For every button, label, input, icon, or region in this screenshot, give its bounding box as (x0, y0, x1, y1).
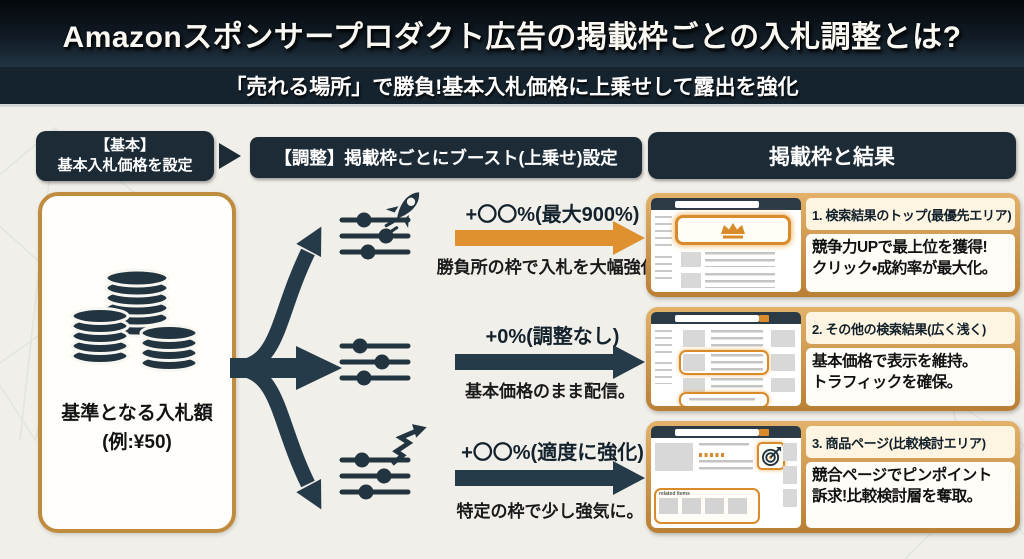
spring-icon (390, 424, 427, 466)
header-placement-results: 掲載枠と結果 (648, 132, 1016, 179)
base-bid-label: 基準となる入札額 (例:¥50) (61, 400, 212, 457)
boost-arrow-1 (455, 221, 647, 255)
base-bid-line2: (例:¥50) (102, 431, 172, 453)
result-desc-3-line2: 訴求!比較検討層を奪取。 (812, 487, 982, 505)
base-bid-box: 基準となる入札額 (例:¥50) (38, 192, 236, 533)
sliders-icon (339, 452, 411, 500)
header-basic-bid: 【基本】 基本入札価格を設定 (36, 131, 214, 181)
search-button-icon (759, 314, 769, 322)
ad-slot-highlight (679, 350, 769, 375)
search-result-row (681, 252, 775, 267)
product-image-block (655, 443, 693, 471)
boost-desc-3: 特定の枠で少し強気に。 (456, 502, 644, 521)
result-desc-2: 基本価格で表示を維持。 トラフィックを確保。 (806, 348, 1015, 406)
browser-bar (651, 198, 801, 210)
result-desc-3-line1: 競合ページでピンポイント (812, 467, 992, 484)
target-icon (761, 446, 781, 466)
sliders-icon (339, 212, 411, 260)
boost-desc-2: 基本価格のまま配信。 (465, 382, 635, 401)
search-bar-icon (675, 200, 759, 208)
search-button-icon (759, 428, 769, 436)
search-bar-icon (675, 314, 759, 322)
sidebar-filter-lines (655, 256, 672, 284)
result-title-3: 3. 商品ページ(比較検討エリア) (806, 426, 1015, 458)
boost-label-1: +〇〇%(最大900%) (465, 204, 640, 226)
serp-top-thumbnail (651, 198, 801, 292)
related-items-ad-strip: related items (654, 488, 760, 524)
page-subtitle: 「売れる場所」で勝負!基本入札価格に上乗せして露出を強化 (225, 75, 799, 99)
serp-other-thumbnail (651, 312, 801, 406)
result-desc-1-line2: クリック・成約率が最大化。 (812, 259, 997, 277)
page-title: Amazonスポンサープロダクト広告の掲載枠ごとの入札調整とは? (62, 20, 962, 54)
header-basic-line2: 基本入札価格を設定 (57, 157, 193, 174)
browser-bar (651, 426, 801, 438)
rating-stars-icon (699, 453, 725, 457)
targeted-ad-slot (757, 442, 785, 470)
header-adjust-label: 【調整】掲載枠ごとにブースト(上乗せ)設定 (274, 148, 618, 168)
coins-icon (70, 268, 199, 372)
result-card-search-top: 1. 検索結果のトップ(最優先エリア) 競争力UPで最上位を獲得! クリック・成… (646, 193, 1020, 297)
flow-arrow-icon (219, 143, 241, 169)
boost-label-3: +〇〇%(適度に強化) (461, 442, 644, 464)
subtitle-banner: 「売れる場所」で勝負!基本入札価格に上乗せして露出を強化 (0, 67, 1024, 107)
sliders-icon (339, 338, 411, 386)
result-desc-1: 競争力UPで最上位を獲得! クリック・成約率が最大化。 (806, 234, 1015, 292)
related-item-cards (659, 498, 755, 514)
base-bid-line1: 基準となる入札額 (61, 403, 213, 424)
sidebar-filter-lines (655, 362, 672, 384)
branch-arrows (230, 226, 342, 510)
ad-slot-highlight (679, 392, 769, 406)
crown-icon (721, 222, 745, 238)
related-items-label: related items (659, 491, 690, 497)
boost-label-2: +0%(調整なし) (485, 326, 620, 348)
search-result-row (681, 273, 775, 288)
browser-bar (651, 312, 801, 324)
boost-arrow-3 (455, 461, 647, 495)
result-desc-2-line2: トラフィックを確保。 (812, 373, 962, 391)
header-result-label: 掲載枠と結果 (769, 145, 895, 169)
sidebar-filter-lines (655, 330, 672, 356)
result-title-1: 1. 検索結果のトップ(最優先エリア) (806, 198, 1015, 230)
header-adjust-boost: 【調整】掲載枠ごとにブースト(上乗せ)設定 (250, 137, 642, 178)
result-desc-1-line1: 競争力UPで最上位を獲得! (812, 239, 988, 256)
result-desc-2-line1: 基本価格で表示を維持。 (812, 353, 978, 370)
search-bar-icon (675, 428, 759, 436)
top-ad-slot-highlight (675, 215, 791, 245)
boost-desc-1: 勝負所の枠で入札を大幅強化! (436, 258, 664, 277)
product-page-thumbnail: related items (651, 426, 801, 528)
result-card-search-other: 2. その他の検索結果(広く浅く) 基本価格で表示を維持。 トラフィックを確保。 (646, 307, 1020, 411)
sidebar-filter-lines (655, 216, 672, 250)
result-title-2: 2. その他の検索結果(広く浅く) (806, 312, 1015, 344)
title-banner: Amazonスポンサープロダクト広告の掲載枠ごとの入札調整とは? (0, 0, 1024, 67)
header-basic-line1: 【基本】 (94, 136, 155, 154)
boost-arrow-2 (455, 345, 647, 379)
result-desc-3: 競合ページでピンポイント 訴求!比較検討層を奪取。 (806, 462, 1015, 528)
result-card-product-page: related items 3. 商品ページ(比較検討エリア) 競合ページでピン… (646, 421, 1020, 533)
